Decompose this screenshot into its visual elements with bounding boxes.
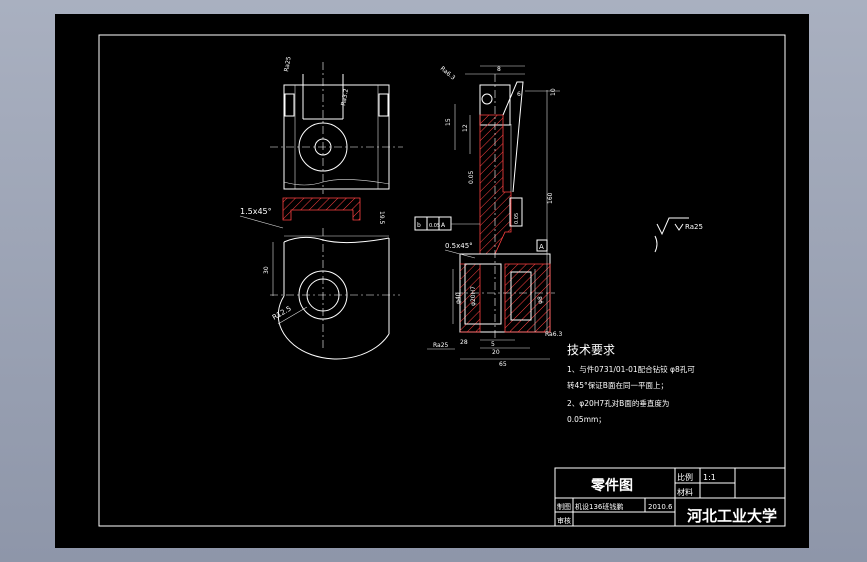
perp-frame [509, 197, 523, 227]
scale-value: 1:1 [703, 473, 716, 482]
technical-requirements: 技术要求 1、与件0731/01-01配合钻铰 φ8孔可 转45°保证B面在同一… [567, 343, 695, 424]
title-block: 零件图 比例 1:1 材料 制图 机设136班钱鹏 2010.6 审核 河北工业… [554, 467, 786, 527]
scale-label: 比例 [677, 472, 693, 482]
chamfer-label-1: 1.5x45° [240, 207, 272, 216]
tech-line-3: 2、φ20H7孔对B面的垂直度为 [567, 398, 669, 408]
dim-28: 28 [460, 339, 468, 346]
dim-20: 20 [492, 349, 500, 356]
tech-line-4: 0.05mm； [567, 415, 606, 424]
roughness-label-4: Ra25 [433, 342, 449, 349]
general-roughness-symbol: Ra25 [654, 217, 703, 253]
d-pin: φ8 [537, 296, 544, 304]
date-value: 2010.6 [648, 503, 673, 511]
datum-b-frame [414, 216, 452, 231]
dim-6: 6 [517, 91, 521, 98]
tech-line-1: 1、与件0731/01-01配合钻铰 φ8孔可 [567, 364, 695, 374]
dim-10: 10 [550, 88, 557, 96]
b-datum: A [441, 222, 446, 229]
dim-5: 5 [491, 341, 495, 348]
dim-160: 160 [547, 192, 554, 204]
dim-8: 8 [497, 66, 501, 73]
d-outer: φ40 [455, 292, 462, 304]
roughness-label-1: Ra25 [283, 56, 293, 73]
front-view-left [270, 228, 400, 360]
dim-30: 30 [263, 266, 270, 274]
material-label: 材料 [677, 487, 693, 497]
section-strip [282, 197, 361, 221]
top-view [270, 62, 403, 194]
side-dimension-lines [452, 65, 560, 360]
drawing-frame [98, 34, 786, 527]
dim-65: 65 [499, 361, 507, 368]
drawing-sheet: Ra25 Ra3.2 1.5x45° 19.5 R12.5 30 [55, 14, 809, 548]
roughness-label-5: Ra6.3 [545, 331, 562, 338]
datum-a-label: A [539, 243, 544, 251]
designer-value: 机设136班钱鹏 [575, 502, 623, 511]
tech-line-2: 转45°保证B面在同一平面上； [567, 380, 668, 390]
drawing-name: 零件图 [590, 477, 633, 494]
svg-text:b: b [417, 222, 421, 229]
dim-19-5: 19.5 [378, 211, 385, 225]
flat-label: 0.05 [468, 170, 475, 184]
dim-12: 12 [462, 124, 469, 132]
perp-label: 0.05 [514, 213, 520, 224]
radius-label: R12.5 [271, 305, 293, 322]
designer-label: 制图 [557, 502, 571, 511]
roughness-label-2: Ra3.2 [340, 88, 350, 106]
dim-15: 15 [445, 118, 452, 126]
cad-drawing: Ra25 Ra3.2 1.5x45° 19.5 R12.5 30 [98, 34, 786, 527]
school-name: 河北工业大学 [687, 507, 777, 525]
datum-a-box [536, 239, 548, 252]
d-hole: φ20H7 [470, 286, 477, 306]
chamfer-label-2: 0.5x45° [445, 242, 473, 250]
b-tol: 0.05 [429, 223, 440, 229]
tech-title: 技术要求 [567, 343, 615, 357]
checker-label: 审核 [557, 516, 571, 525]
side-section-view [455, 74, 555, 340]
roughness-label-3: Ra6.3 [439, 65, 457, 82]
svg-text:Ra25: Ra25 [685, 223, 703, 231]
